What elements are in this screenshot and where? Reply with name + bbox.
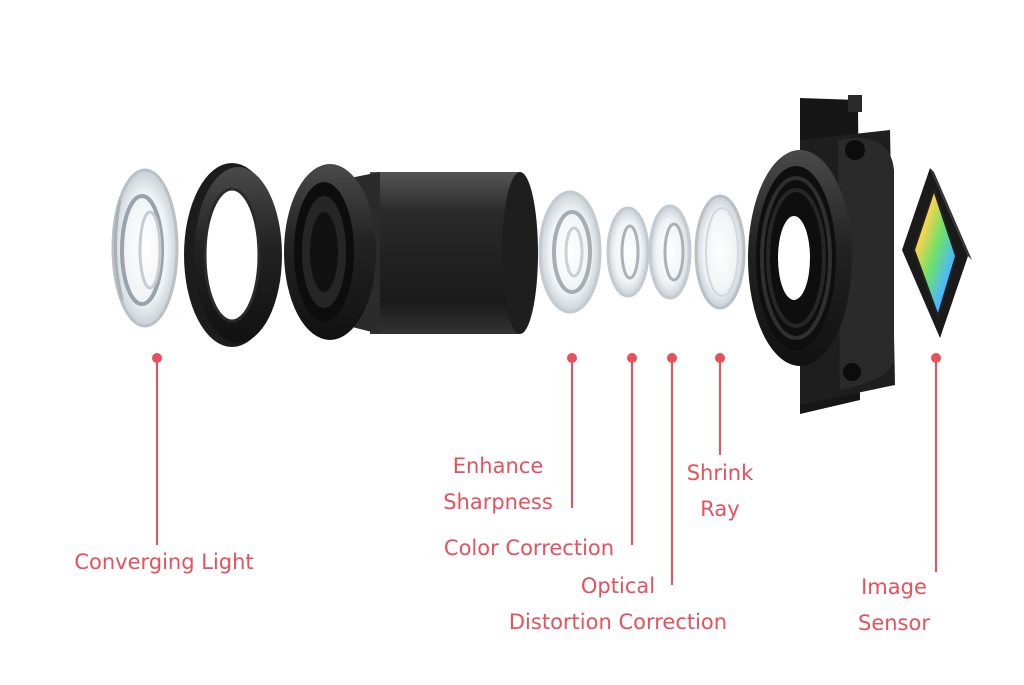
- color-correction-lens-element: [606, 206, 650, 298]
- leader-shrink-ray-dot: [715, 353, 725, 363]
- front-lens-element: [111, 168, 179, 328]
- shrink-ray-lens-element: [694, 194, 746, 310]
- leader-enhance-sharpness-dot: [567, 353, 577, 363]
- leader-color-correction-dot: [627, 353, 637, 363]
- lens-barrel: [284, 164, 538, 340]
- sharpness-lens-element: [538, 190, 602, 314]
- leader-image-sensor-dot: [931, 353, 941, 363]
- label-shrink-ray: Shrink Ray: [686, 461, 754, 521]
- label-image-sensor: Image Sensor: [858, 575, 930, 635]
- label-optical-distortion-correction: Optical Distortion Correction: [508, 574, 728, 634]
- leader-optical-distortion-dot: [667, 353, 677, 363]
- distortion-correction-lens-element: [648, 204, 692, 300]
- label-color-correction: Color Correction: [443, 536, 615, 560]
- image-sensor-chip: [902, 168, 972, 338]
- retaining-ring: [184, 163, 282, 347]
- lens-mount-holder: [748, 95, 895, 414]
- leader-converging-light-dot: [152, 353, 162, 363]
- label-converging-light: Converging Light: [74, 550, 254, 574]
- label-enhance-sharpness: Enhance Sharpness: [443, 454, 553, 514]
